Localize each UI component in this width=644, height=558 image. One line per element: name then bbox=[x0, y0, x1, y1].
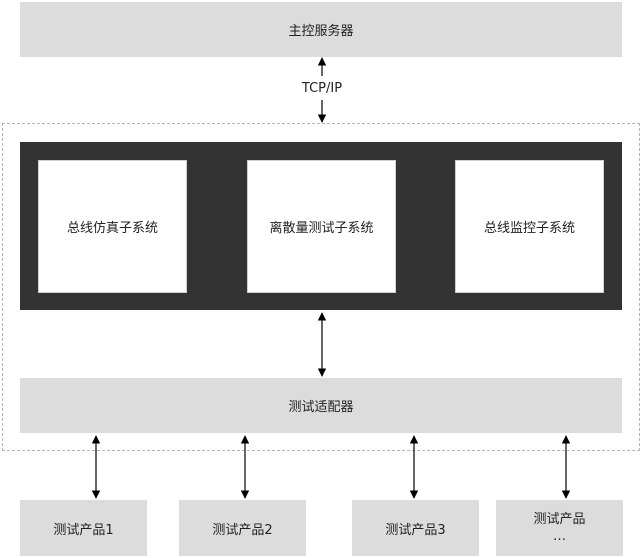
subsystem-discrete-test: 离散量测试子系统 bbox=[247, 160, 396, 293]
subsystem-label: 总线仿真子系统 bbox=[66, 221, 158, 236]
test-system-boundary bbox=[2, 123, 640, 451]
test-product-label: 测试产品2 bbox=[212, 522, 273, 538]
test-adapter-box: 测试适配器 bbox=[20, 378, 622, 433]
test-product-label: 测试产品3 bbox=[385, 522, 446, 538]
test-product-label: 测试产品1 bbox=[53, 522, 114, 538]
subsystem-label: 总线监控子系统 bbox=[483, 221, 575, 236]
test-product-1: 测试产品1 bbox=[20, 500, 147, 556]
subsystem-bus-monitor: 总线监控子系统 bbox=[455, 160, 604, 293]
test-product-2: 测试产品2 bbox=[179, 500, 306, 556]
master-server-label: 主控服务器 bbox=[288, 24, 354, 39]
master-server-box: 主控服务器 bbox=[20, 2, 622, 57]
test-product-3: 测试产品3 bbox=[352, 500, 479, 556]
subsystem-label: 离散量测试子系统 bbox=[269, 221, 374, 236]
test-product-ellipsis: … bbox=[553, 529, 566, 544]
test-adapter-label: 测试适配器 bbox=[288, 400, 354, 415]
tcp-ip-label: TCP/IP bbox=[292, 80, 352, 97]
test-product-more: 测试产品 … bbox=[496, 500, 623, 556]
subsystem-bus-simulation: 总线仿真子系统 bbox=[38, 160, 187, 293]
test-product-label: 测试产品 bbox=[533, 512, 586, 527]
